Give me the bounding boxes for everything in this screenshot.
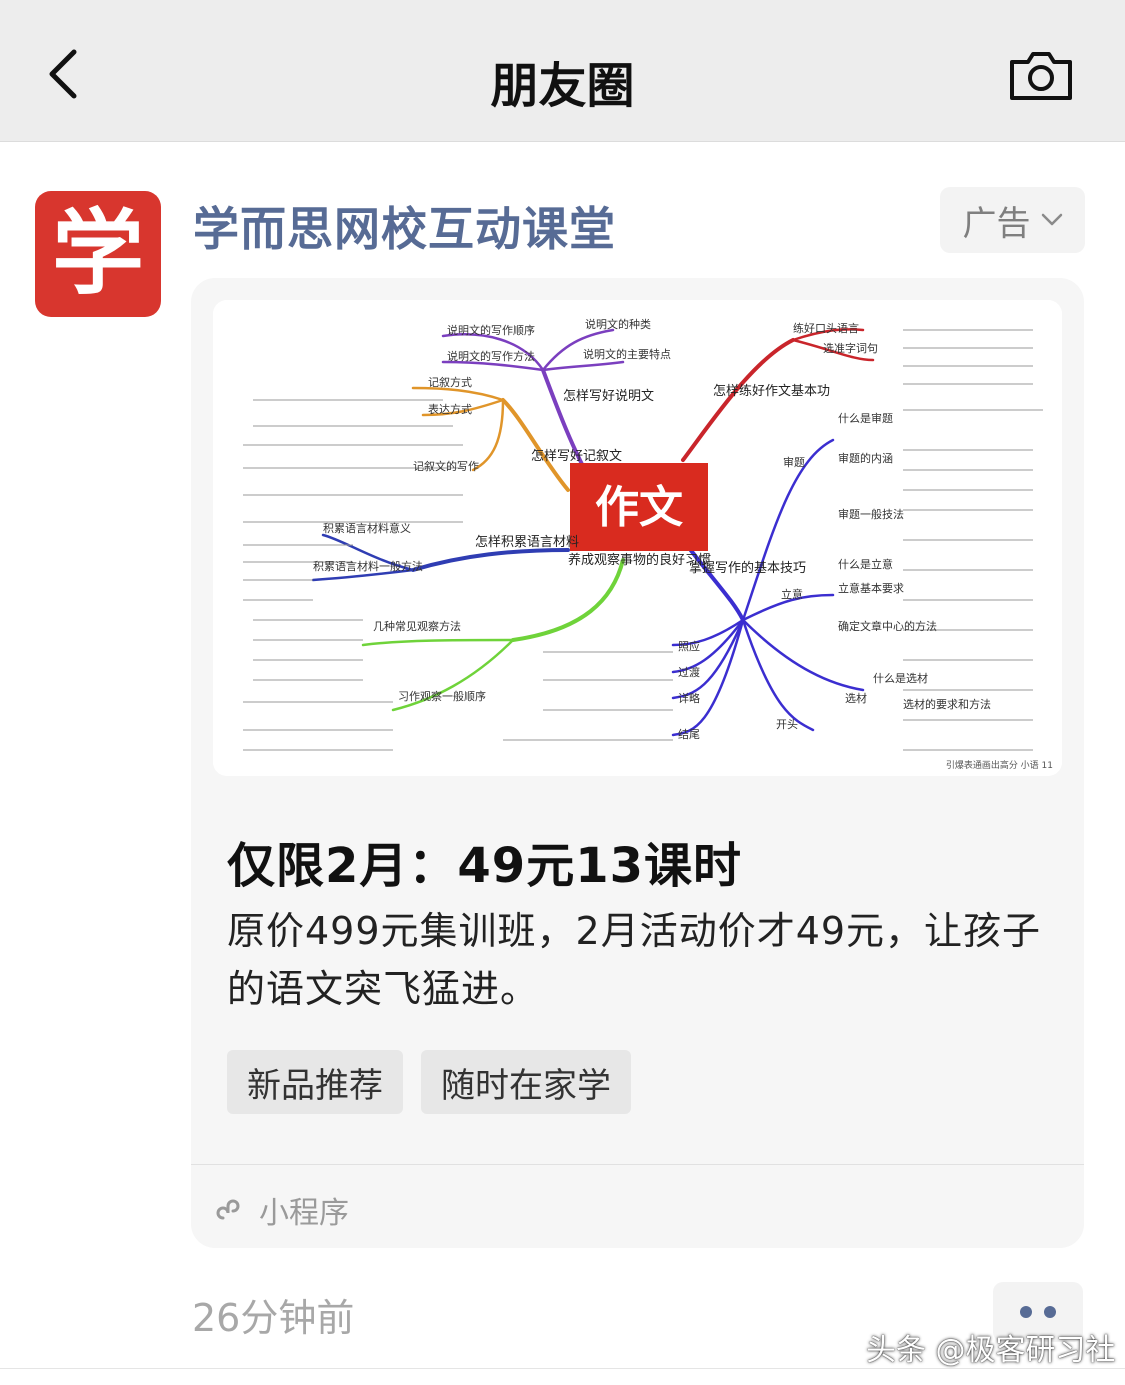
camera-icon[interactable]: [1008, 46, 1074, 102]
mindmap-sub-material-meaning: 积累语言材料意义: [323, 521, 411, 535]
mindmap-skill-echo: 照应: [678, 639, 700, 653]
ad-title: 仅限2月：49元13课时: [227, 838, 742, 894]
mindmap-skill-idea-require: 立意基本要求: [838, 581, 904, 595]
watermark: 头条 @极客研习社: [866, 1333, 1116, 1368]
branch-line-observe: [511, 558, 625, 642]
mindmap-sub-observe-order: 习作观察一般顺序: [398, 689, 486, 703]
mindmap-image: 作文 怎样写好说明文 怎样练好作文基本功 怎样写好记叙文 怎样积累语言材料 养成…: [213, 300, 1062, 776]
mini-program-label: 小程序: [259, 1196, 349, 1231]
mindmap-sub-express-way: 表达方式: [428, 402, 472, 416]
top-nav-bar: 朋友圈: [0, 0, 1125, 142]
dot-icon: [1020, 1306, 1032, 1318]
mindmap-center-box: [570, 463, 708, 551]
avatar-logo-char: 学: [51, 200, 144, 307]
mini-program-icon: [216, 1199, 240, 1220]
mindmap-branch-basic: 怎样练好作文基本功: [713, 384, 830, 399]
branch-line-basic: [681, 338, 795, 462]
mindmap-sub-narrate-way: 记叙方式: [428, 375, 472, 389]
back-icon[interactable]: [38, 44, 98, 104]
mindmap-skill-detail: 详略: [678, 691, 700, 705]
mindmap-sub-method: 说明文的写作方法: [447, 349, 535, 363]
mindmap-branch-material: 怎样积累语言材料: [475, 535, 579, 550]
branch-line-skill: [681, 538, 745, 622]
mindmap-sub-kind: 说明文的种类: [585, 317, 651, 331]
mindmap-sub-narrative-writing: 记叙文的写作: [413, 459, 479, 473]
tag-new-product[interactable]: 新品推荐: [227, 1050, 403, 1114]
ad-image[interactable]: 作文 怎样写好说明文 怎样练好作文基本功 怎样写好记叙文 怎样积累语言材料 养成…: [213, 300, 1062, 776]
tag-learn-at-home[interactable]: 随时在家学: [421, 1050, 631, 1114]
mindmap-center-label: 作文: [595, 482, 683, 533]
branch-line-material: [411, 548, 570, 572]
author-name[interactable]: 学而思网校互动课堂: [193, 202, 616, 256]
mindmap-footer: 引爆表通画出高分 小语 11: [946, 759, 1053, 771]
mindmap-skill-what-topic: 什么是审题: [838, 411, 893, 425]
mindmap-sub-oral: 练好口头语言: [793, 321, 859, 335]
page-title: 朋友圈: [490, 58, 635, 114]
mindmap-skill-ending: 结尾: [678, 728, 700, 741]
ad-label: 广告: [962, 203, 1031, 244]
mindmap-branch-observe: 养成观察事物的良好习惯: [568, 552, 711, 568]
mindmap-skill-opening: 开头: [776, 718, 798, 731]
mindmap-skill-material-method: 选材的要求和方法: [903, 697, 991, 711]
mindmap-skill-what-material: 什么是选材: [873, 671, 928, 685]
mindmap-branch-narrative: 怎样写好记叙文: [531, 449, 622, 464]
mindmap-skill-material: 选材: [845, 691, 867, 705]
mindmap-skill-center-method: 确定文章中心的方法: [838, 619, 937, 633]
ad-card[interactable]: 作文 怎样写好说明文 怎样练好作文基本功 怎样写好记叙文 怎样积累语言材料 养成…: [191, 278, 1084, 1248]
mindmap-skill-topic-inner: 审题的内涵: [838, 451, 893, 465]
mindmap-skill-idea: 立意: [781, 587, 803, 601]
author-avatar[interactable]: 学: [35, 191, 161, 317]
mindmap-skill-topic: 审题: [783, 455, 805, 469]
branch-line-narrative: [501, 398, 570, 492]
mindmap-sub-words: 选准字词句: [823, 341, 878, 355]
mindmap-skill-topic-method: 审题一般技法: [838, 507, 904, 521]
mindmap-branch-skill: 掌握写作的基本技巧: [689, 560, 806, 576]
mindmap-sub-material-method: 积累语言材料一般方法: [313, 559, 423, 573]
chevron-down-icon: [1041, 213, 1062, 226]
mindmap-sub-order: 说明文的写作顺序: [447, 323, 535, 337]
mindmap-branch-explain: 怎样写好说明文: [563, 389, 654, 404]
mini-program-link[interactable]: 小程序: [215, 1188, 349, 1232]
card-divider: [191, 1164, 1084, 1165]
ad-description: 原价499元集训班，2月活动价才49元，让孩子的语文突飞猛进。: [227, 909, 1042, 1011]
feed-divider: [0, 1368, 1125, 1369]
mindmap-sub-feature: 说明文的主要特点: [583, 347, 671, 361]
mindmap-skill-what-idea: 什么是立意: [838, 557, 893, 571]
ad-label-button[interactable]: 广告: [940, 187, 1085, 253]
post-timestamp: 26分钟前: [192, 1296, 355, 1340]
mindmap-sub-observe-methods: 几种常见观察方法: [373, 619, 461, 633]
more-actions-button[interactable]: [993, 1282, 1083, 1342]
mindmap-skill-transition: 过渡: [678, 665, 700, 679]
dot-icon: [1044, 1306, 1056, 1318]
ad-tags: 新品推荐 随时在家学: [227, 1050, 631, 1114]
